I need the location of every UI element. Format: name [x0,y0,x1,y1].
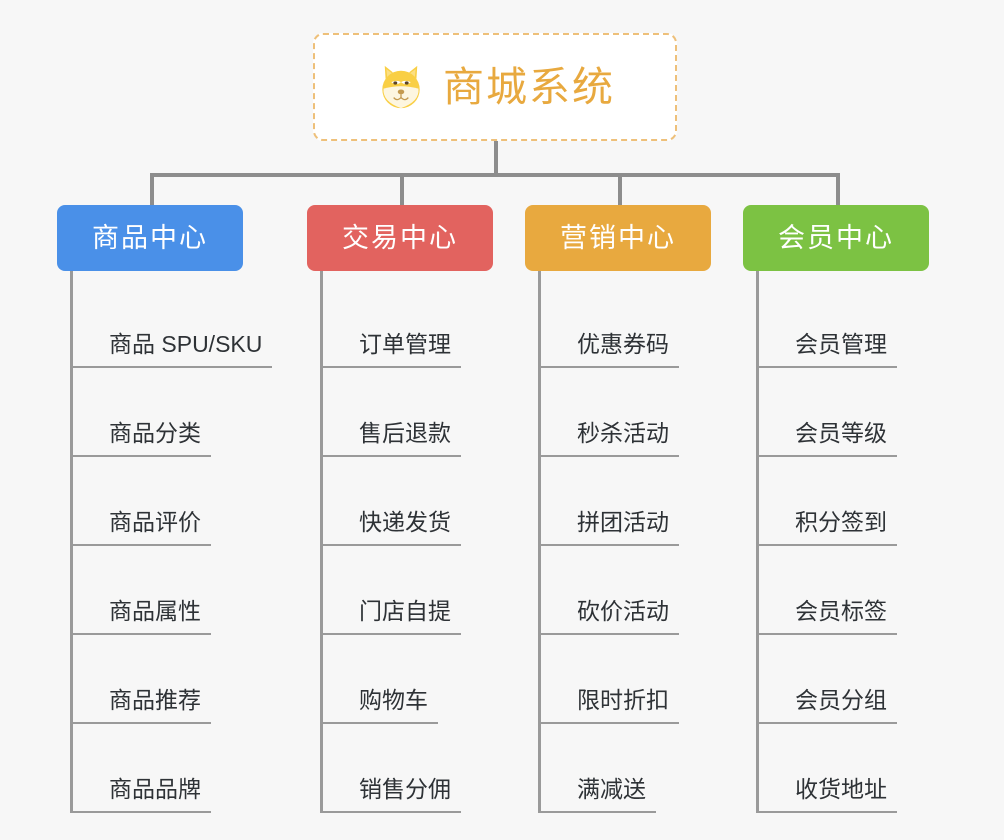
leaf-underline [759,366,897,368]
leaf-underline [759,722,897,724]
leaf-item[interactable]: 会员标签 [759,546,929,635]
leaf-underline [759,633,897,635]
leaf-underline [541,811,656,813]
leaf-item[interactable]: 拼团活动 [541,457,711,546]
leaf-item[interactable]: 商品推荐 [73,635,243,724]
leaf-underline [73,366,272,368]
root-node-mall-system[interactable]: 商城系统 [313,33,677,141]
leaf-list-2: 优惠券码 秒杀活动 拼团活动 砍价活动 限时折扣 满减送 [538,271,711,813]
leaf-label: 商品 SPU/SKU [109,331,263,357]
leaf-underline [73,544,211,546]
leaf-item[interactable]: 砍价活动 [541,546,711,635]
connector-root-stem [494,141,498,177]
leaf-underline [323,366,461,368]
leaf-item[interactable]: 快递发货 [323,457,493,546]
leaf-item[interactable]: 订单管理 [323,279,493,368]
leaf-label: 售后退款 [359,420,451,446]
leaf-label: 购物车 [359,687,428,713]
leaf-item[interactable]: 商品 SPU/SKU [73,279,272,368]
branch-member-center: 会员中心 会员管理 会员等级 积分签到 会员标签 会员分组 [743,205,929,813]
leaf-item[interactable]: 购物车 [323,635,493,724]
leaf-item[interactable]: 销售分佣 [323,724,493,813]
connector-drop-2 [400,173,404,205]
leaf-underline [73,722,211,724]
leaf-underline [323,722,438,724]
leaf-item[interactable]: 会员管理 [759,279,929,368]
leaf-label: 收货地址 [795,776,887,802]
leaf-underline [541,722,679,724]
leaf-label: 会员标签 [795,598,887,624]
connector-drop-3 [618,173,622,205]
branch-trade-center: 交易中心 订单管理 售后退款 快递发货 门店自提 购物车 [307,205,493,813]
leaf-label: 销售分佣 [359,776,451,802]
leaf-label: 会员分组 [795,687,887,713]
leaf-label: 商品分类 [109,420,201,446]
leaf-label: 满减送 [577,776,646,802]
leaf-label: 商品属性 [109,598,201,624]
leaf-item[interactable]: 积分签到 [759,457,929,546]
leaf-item[interactable]: 商品品牌 [73,724,243,813]
leaf-underline [541,455,679,457]
connector-drop-1 [150,173,154,205]
branch-product-center: 商品中心 商品 SPU/SKU 商品分类 商品评价 商品属性 商品推荐 [57,205,272,813]
connector-horizontal-bus [150,173,840,177]
leaf-item[interactable]: 商品评价 [73,457,243,546]
leaf-underline [323,633,461,635]
leaf-label: 快递发货 [359,509,451,535]
leaf-list-1: 订单管理 售后退款 快递发货 门店自提 购物车 销售分佣 [320,271,493,813]
leaf-item[interactable]: 门店自提 [323,546,493,635]
category-label-0: 商品中心 [92,222,208,253]
category-header-2[interactable]: 营销中心 [525,205,711,271]
shiba-dog-face-icon [382,65,420,109]
leaf-item[interactable]: 商品属性 [73,546,243,635]
leaf-underline [759,811,897,813]
leaf-label: 会员管理 [795,331,887,357]
leaf-underline [759,544,897,546]
leaf-underline [541,633,679,635]
leaf-item[interactable]: 商品分类 [73,368,243,457]
leaf-label: 商品推荐 [109,687,201,713]
leaf-underline [323,811,461,813]
category-label-2: 营销中心 [560,222,676,253]
category-label-3: 会员中心 [778,222,894,253]
category-header-1[interactable]: 交易中心 [307,205,493,271]
category-header-0[interactable]: 商品中心 [57,205,243,271]
category-header-3[interactable]: 会员中心 [743,205,929,271]
leaf-item[interactable]: 秒杀活动 [541,368,711,457]
leaf-label: 秒杀活动 [577,420,669,446]
leaf-underline [541,544,679,546]
leaf-label: 拼团活动 [577,509,669,535]
leaf-item[interactable]: 优惠券码 [541,279,711,368]
leaf-item[interactable]: 会员分组 [759,635,929,724]
leaf-list-3: 会员管理 会员等级 积分签到 会员标签 会员分组 收货地址 [756,271,929,813]
leaf-label: 商品评价 [109,509,201,535]
leaf-item[interactable]: 售后退款 [323,368,493,457]
leaf-label: 门店自提 [359,598,451,624]
leaf-underline [73,633,211,635]
branch-marketing-center: 营销中心 优惠券码 秒杀活动 拼团活动 砍价活动 限时折扣 [525,205,711,813]
leaf-label: 商品品牌 [109,776,201,802]
leaf-item[interactable]: 限时折扣 [541,635,711,724]
leaf-list-0: 商品 SPU/SKU 商品分类 商品评价 商品属性 商品推荐 商品品牌 [70,271,272,813]
leaf-underline [73,455,211,457]
leaf-label: 订单管理 [359,331,451,357]
leaf-underline [323,455,461,457]
leaf-label: 优惠券码 [577,331,669,357]
leaf-underline [541,366,679,368]
leaf-underline [323,544,461,546]
leaf-underline [759,455,897,457]
leaf-label: 砍价活动 [577,598,669,624]
leaf-item[interactable]: 会员等级 [759,368,929,457]
leaf-label: 积分签到 [795,509,887,535]
leaf-item[interactable]: 收货地址 [759,724,929,813]
connector-drop-4 [836,173,840,205]
leaf-label: 会员等级 [795,420,887,446]
leaf-item[interactable]: 满减送 [541,724,711,813]
leaf-label: 限时折扣 [577,687,669,713]
root-title: 商城系统 [443,63,615,110]
category-label-1: 交易中心 [342,222,458,253]
leaf-underline [73,811,211,813]
